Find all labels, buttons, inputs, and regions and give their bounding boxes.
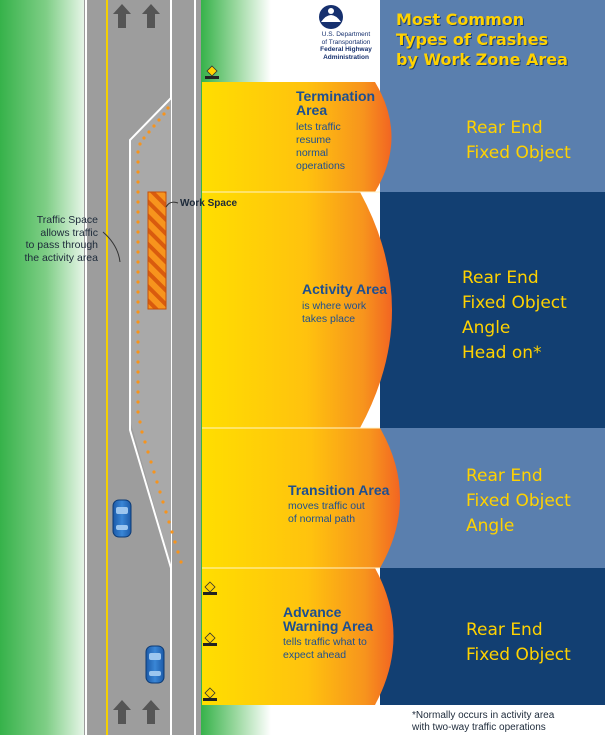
lane-arrows-top	[113, 4, 160, 28]
traffic-space-line: to pass through	[25, 239, 98, 251]
panel-transition	[380, 428, 605, 568]
crash-item: Fixed Object	[466, 491, 571, 511]
agency-line: Administration	[323, 53, 369, 61]
crash-item: Rear End	[466, 118, 543, 138]
zone-title: Area	[296, 102, 328, 118]
zone-transition	[202, 428, 400, 568]
zone-desc-line: normal	[296, 147, 329, 159]
panel-advance	[380, 568, 605, 705]
work-space-label: Work Space	[180, 198, 238, 209]
crash-item: Head on*	[462, 343, 542, 363]
lane-arrows-bottom	[113, 700, 160, 724]
zone-advance	[202, 568, 394, 705]
zone-termination-text: Termination Area lets traffic resume nor…	[296, 89, 396, 173]
zone-activity	[202, 192, 392, 428]
crash-item: Fixed Object	[466, 645, 571, 665]
left-grass	[0, 0, 84, 735]
car-upper	[112, 499, 132, 538]
taper-line	[129, 97, 172, 569]
crash-item: Fixed Object	[466, 143, 571, 163]
crash-list-advance: Rear End Fixed Object	[466, 618, 571, 668]
header-panel	[380, 0, 605, 82]
crash-item: Angle	[466, 516, 515, 536]
header-title: Most Common Types of Crashes by Work Zon…	[396, 10, 568, 70]
traffic-space-label: Traffic Space allows traffic to pass thr…	[4, 214, 98, 264]
crash-item: Rear End	[466, 466, 543, 486]
header-title-line: Most Common	[396, 10, 525, 29]
zone-title: Warning Area	[283, 618, 373, 634]
zone-desc-line: takes place	[302, 313, 356, 325]
crash-list-termination: Rear End Fixed Object	[466, 116, 571, 166]
cone-line	[136, 106, 183, 564]
traffic-space-line: the activity area	[24, 251, 98, 264]
panel-termination	[380, 82, 605, 192]
zone-desc-line: operations	[296, 160, 346, 172]
zone-desc-line: is where work	[302, 300, 367, 312]
car-lower	[145, 645, 165, 684]
header-title-line: by Work Zone Area	[396, 50, 568, 69]
crash-item: Rear End	[462, 268, 539, 288]
header-title-line: Types of Crashes	[396, 30, 549, 49]
zone-termination	[202, 82, 392, 192]
work-space-pointer	[165, 201, 179, 208]
crash-item: Rear End	[466, 620, 543, 640]
agency-line: U.S. Department	[321, 31, 371, 38]
zone-activity-text: Activity Area is where work takes place	[302, 282, 412, 326]
agency-line: Federal Highway	[320, 46, 372, 53]
agency-name: U.S. Department of Transportation Federa…	[316, 31, 376, 61]
zone-desc-line: resume	[296, 134, 332, 146]
crash-list-transition: Rear End Fixed Object Angle	[466, 464, 571, 539]
sign-marker-icon	[205, 65, 219, 79]
zone-desc-line: tells traffic what to	[283, 636, 367, 648]
zone-desc-line: expect ahead	[283, 649, 347, 661]
zone-title: Termination	[296, 88, 376, 104]
footnote-line: with two-way traffic operations	[412, 722, 546, 733]
usdot-logo-icon	[319, 5, 343, 29]
zone-desc-line: moves traffic out	[288, 500, 365, 512]
zone-title: Activity Area	[302, 281, 388, 297]
sign-marker-icon	[203, 632, 217, 646]
footnote-line: *Normally occurs in activity area	[412, 710, 555, 721]
crash-list-activity: Rear End Fixed Object Angle Head on*	[462, 266, 567, 366]
traffic-space-title: Traffic Space	[36, 214, 98, 226]
crash-item: Fixed Object	[462, 293, 567, 313]
traffic-space-line: allows traffic	[40, 226, 98, 239]
zone-transition-text: Transition Area moves traffic out of nor…	[288, 483, 408, 526]
agency-line: of Transportation	[321, 38, 371, 46]
zone-title: Transition Area	[288, 482, 390, 498]
panel-activity	[380, 192, 605, 428]
sign-marker-icon	[203, 581, 217, 595]
zone-title: Advance	[283, 604, 342, 620]
footnote: *Normally occurs in activity area with t…	[412, 710, 554, 734]
traffic-space-pointer	[102, 231, 121, 263]
sign-marker-icon	[203, 687, 217, 701]
zone-advance-text: Advance Warning Area tells traffic what …	[283, 605, 403, 662]
zone-desc-line: lets traffic	[296, 121, 341, 133]
work-space-block	[147, 191, 167, 310]
crash-item: Angle	[462, 318, 511, 338]
zone-desc-line: of normal path	[288, 513, 356, 525]
